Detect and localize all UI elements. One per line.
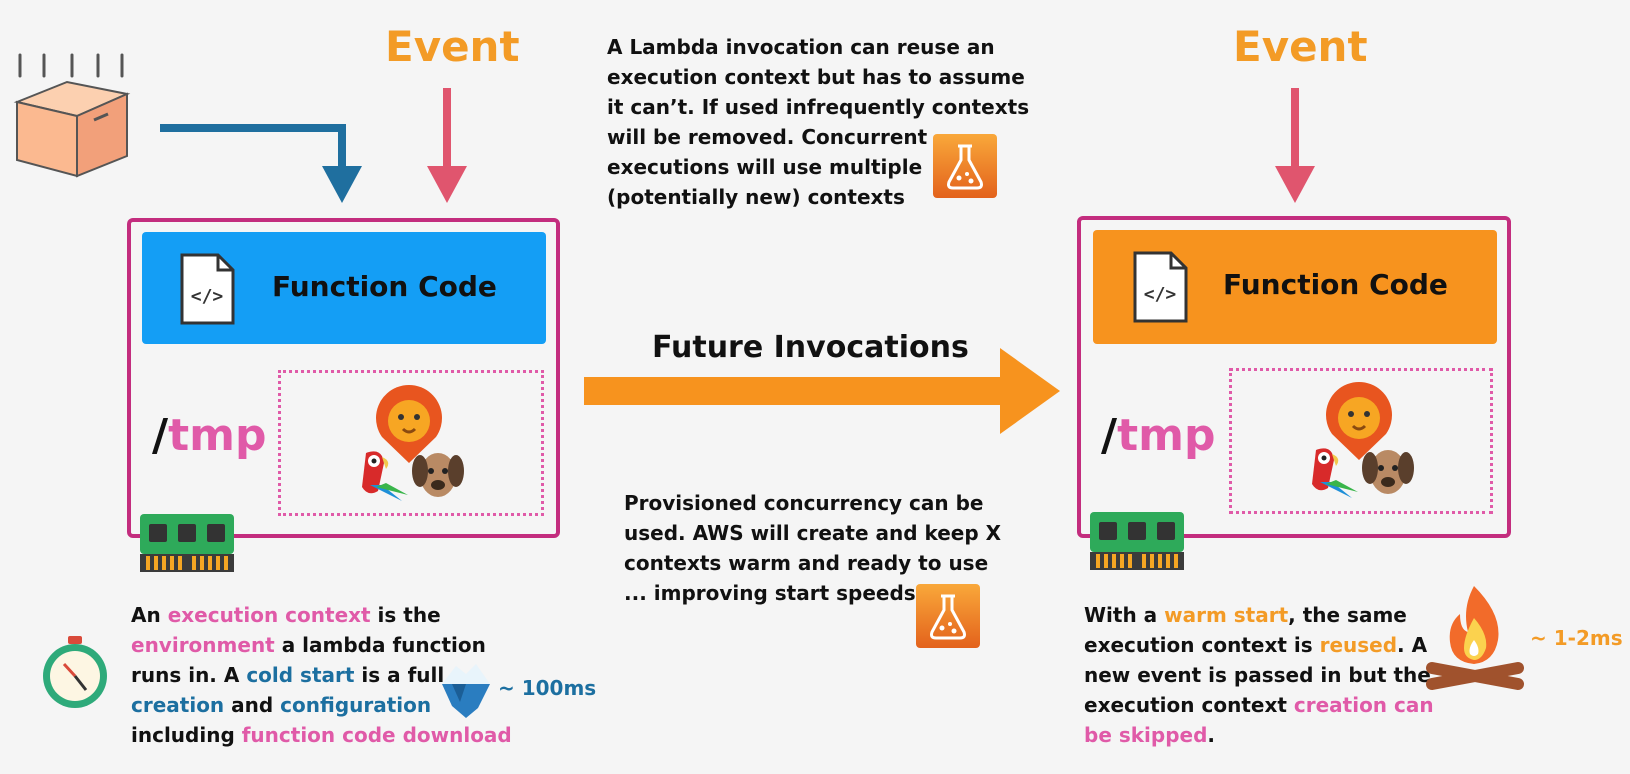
warm-start-timing: ~ 1-2ms	[1530, 626, 1623, 650]
text: runs in. A	[131, 663, 247, 687]
memory-chip-icon	[1090, 512, 1184, 570]
note-line: Provisioned concurrency can be	[624, 491, 984, 515]
term-function-code-download: function code download	[241, 723, 512, 747]
tmp-storage-left	[278, 370, 544, 516]
lion-icon	[376, 385, 442, 463]
package-box-icon	[13, 53, 131, 178]
event-label-right: Event	[1233, 22, 1368, 71]
text: , the same	[1288, 603, 1407, 627]
future-invocations-label: Future Invocations	[652, 330, 969, 365]
provisioned-concurrency-note: Provisioned concurrency can be used. AWS…	[624, 488, 1001, 608]
text: and	[224, 693, 281, 717]
term-warm-start: warm start	[1164, 603, 1289, 627]
term-creation: creation	[131, 693, 225, 717]
warm-start-description: With a warm start, the same execution co…	[1084, 600, 1434, 750]
parrot-icon	[362, 451, 408, 501]
term-creation-can: creation can	[1293, 693, 1434, 717]
tmp-slash: /	[1101, 410, 1118, 461]
note-line: A Lambda invocation can reuse an	[607, 35, 995, 59]
text: a lambda function	[274, 633, 486, 657]
lion-icon	[1326, 382, 1392, 460]
iceberg-icon	[442, 664, 490, 718]
term-configuration: configuration	[280, 693, 432, 717]
execution-context-box-left	[127, 218, 560, 538]
cold-start-description: An execution context is the environment …	[131, 600, 512, 750]
text: including	[131, 723, 242, 747]
text: is a full	[354, 663, 445, 687]
note-line: executions will use multiple	[607, 155, 923, 179]
text: new event is passed in but the	[1084, 663, 1431, 687]
note-line: (potentially new) contexts	[607, 185, 905, 209]
term-environment: environment	[131, 633, 275, 657]
tmp-word: tmp	[1117, 410, 1216, 461]
note-line: used. AWS will create and keep X	[624, 521, 1002, 545]
reuse-note: A Lambda invocation can reuse an executi…	[607, 32, 1029, 212]
text: An	[131, 603, 168, 627]
parrot-icon	[1312, 448, 1358, 498]
tmp-slash: /	[152, 410, 169, 461]
tmp-storage-right	[1229, 368, 1493, 514]
function-code-bar-right: </> Function Code	[1093, 230, 1497, 344]
note-line: contexts warm and ready to use	[624, 551, 989, 575]
note-line: ... improving start speeds	[624, 581, 916, 605]
text: is the	[370, 603, 441, 627]
dog-icon	[412, 453, 464, 497]
event-label-left: Event	[385, 22, 520, 71]
tmp-label-right: /tmp	[1101, 410, 1215, 461]
code-file-icon: </>	[180, 253, 235, 325]
svg-text:</>: </>	[1144, 284, 1177, 305]
note-line: execution context but has to assume	[607, 65, 1025, 89]
dog-icon	[1362, 450, 1414, 494]
stopwatch-icon	[43, 636, 107, 708]
text: execution context is	[1084, 633, 1320, 657]
term-be-skipped: be skipped	[1084, 723, 1208, 747]
term-reused: reused	[1319, 633, 1398, 657]
svg-text:</>: </>	[191, 286, 224, 307]
text: . A	[1397, 633, 1428, 657]
note-line: will be removed. Concurrent	[607, 125, 928, 149]
code-file-icon: </>	[1133, 251, 1188, 323]
note-line: it can’t. If used infrequently contexts	[607, 95, 1030, 119]
cold-start-timing: ~ 100ms	[498, 676, 597, 700]
text: With a	[1084, 603, 1165, 627]
text: execution context	[1084, 693, 1294, 717]
function-code-label-left: Function Code	[272, 270, 497, 303]
tmp-label-left: /tmp	[152, 410, 266, 461]
function-code-bar-left: </> Function Code	[142, 232, 546, 344]
campfire-icon	[1426, 586, 1524, 690]
function-code-label-right: Function Code	[1223, 268, 1448, 301]
text: .	[1207, 723, 1216, 747]
lab-flask-icon	[933, 134, 997, 198]
lab-flask-icon	[916, 584, 980, 648]
term-execution-context: execution context	[167, 603, 371, 627]
execution-context-box-right	[1077, 216, 1511, 538]
term-cold-start: cold start	[246, 663, 355, 687]
memory-chip-icon	[140, 514, 234, 572]
tmp-word: tmp	[168, 410, 267, 461]
